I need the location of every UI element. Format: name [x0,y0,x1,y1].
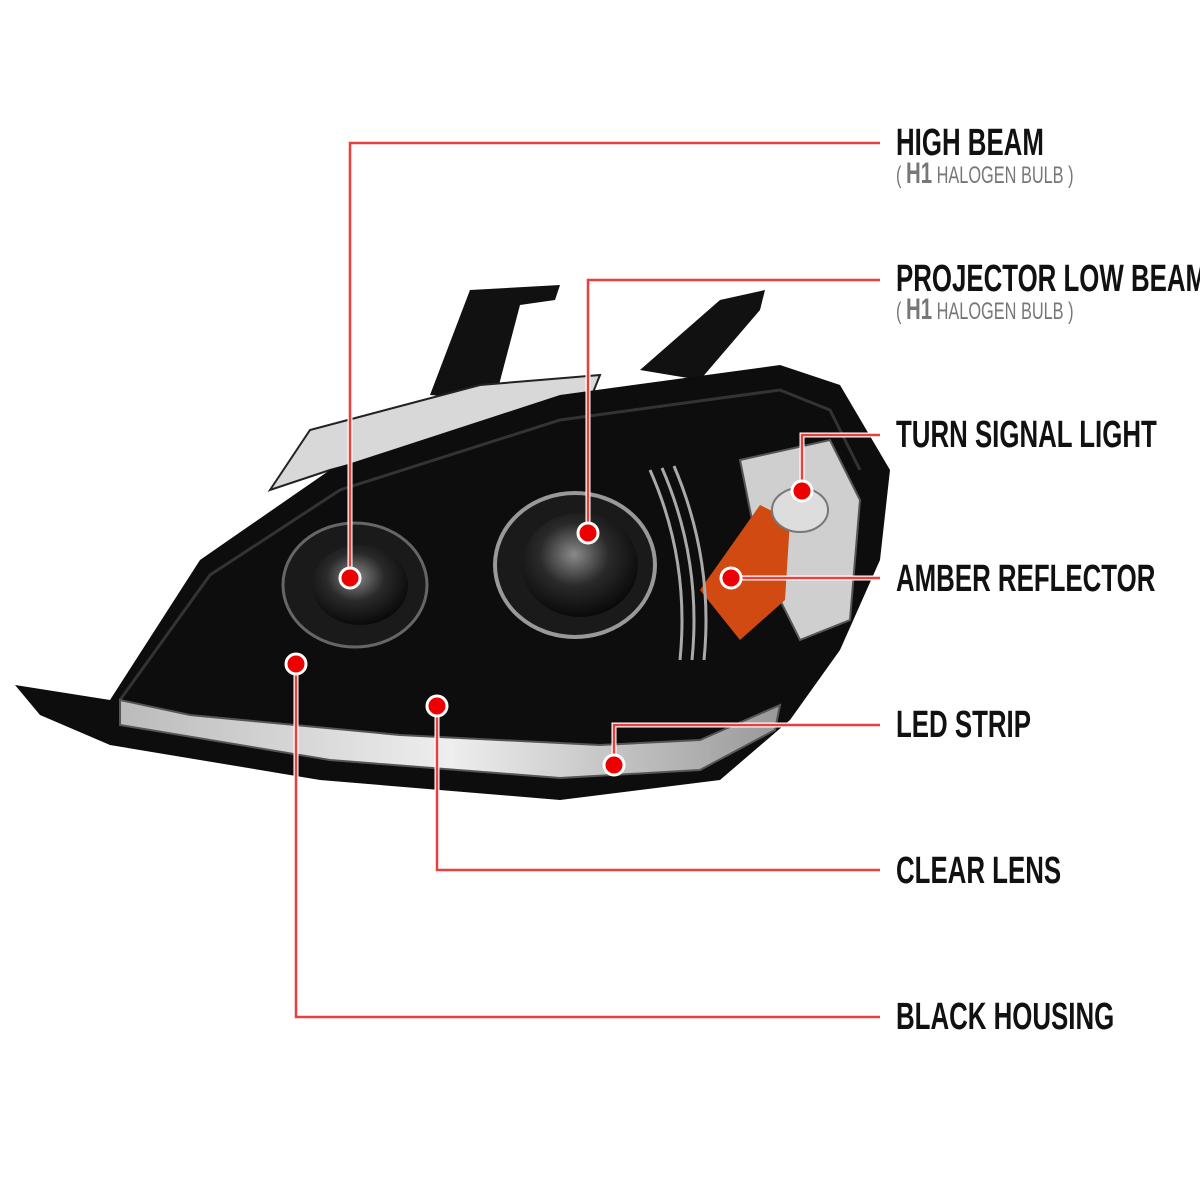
callout-led-strip: LED STRIP [896,704,1031,746]
callout-dot-led-strip [602,753,626,777]
callout-projector-low-beam: PROJECTOR LOW BEAM ( H1 HALOGEN BULB ) [896,258,1200,326]
callout-dot-low-beam [576,521,600,545]
label-subtitle: ( H1 HALOGEN BULB ) [896,293,1074,326]
black-housing-shape [15,365,890,800]
callout-dot-clear-lens [425,694,449,718]
label-subtitle: ( H1 HALOGEN BULB ) [896,157,1074,190]
callout-lines [294,141,880,1019]
callout-black-housing: BLACK HOUSING [896,996,1115,1038]
callout-dot-high-beam [338,566,362,590]
callout-dot-black-housing [284,652,308,676]
callout-clear-lens: CLEAR LENS [896,850,1062,892]
callout-high-beam: HIGH BEAM ( H1 HALOGEN BULB ) [896,122,1074,190]
amber-reflector-shape [700,505,790,640]
callout-turn-signal-light: TURN SIGNAL LIGHT [896,414,1157,456]
callout-dot-amber-reflector [719,566,743,590]
label-title: PROJECTOR LOW BEAM [896,258,1200,300]
callout-amber-reflector: AMBER REFLECTOR [896,558,1156,600]
callout-dot-turn-signal [790,479,814,503]
label-title: HIGH BEAM [896,122,1044,164]
mounting-bracket [430,285,560,400]
mounting-bracket [640,290,765,380]
